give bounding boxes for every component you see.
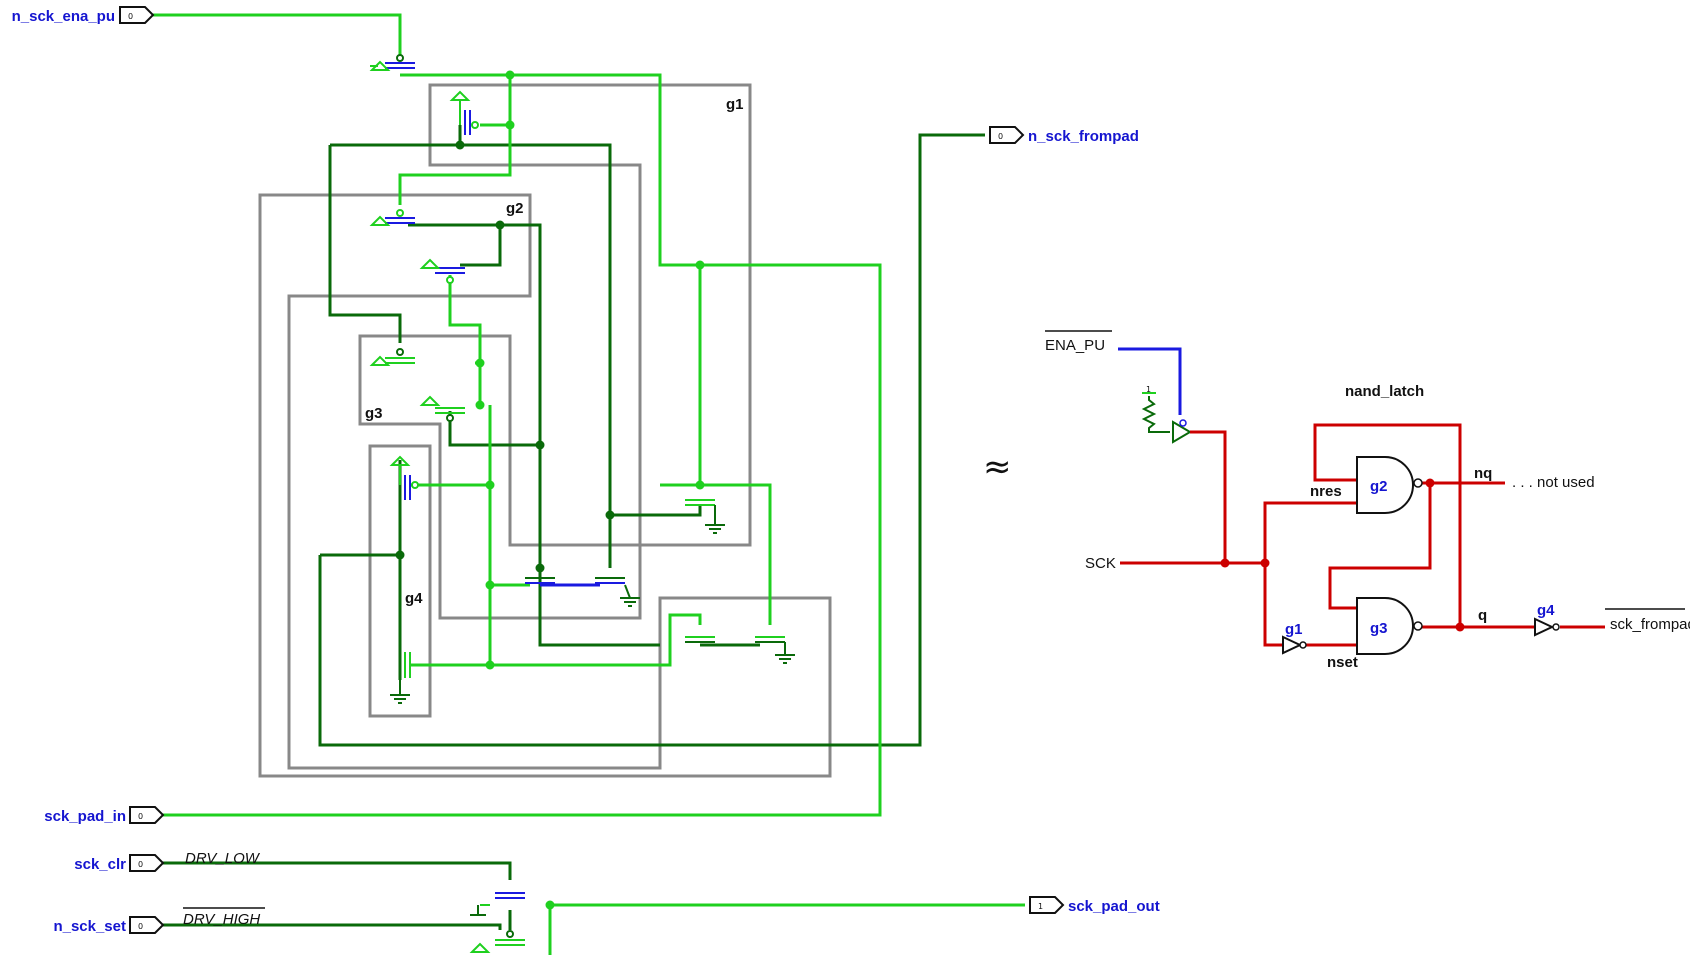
- bright-green-wires: [150, 13, 1025, 955]
- pin-label-sck-pad-out: sck_pad_out: [1068, 898, 1160, 915]
- group-label-g1: g1: [726, 96, 744, 113]
- pin-value-sck-clr: 0: [138, 860, 143, 869]
- nset-label: nset: [1327, 654, 1358, 671]
- pin-value-n-sck-ena-pu: 0: [128, 12, 133, 21]
- tristate-buffer: [1172, 420, 1192, 444]
- not-used-label: . . . not used: [1512, 474, 1595, 491]
- pin-label-sck-pad-in: sck_pad_in: [44, 808, 126, 825]
- pin-value-n-sck-frompad: 0: [998, 132, 1003, 141]
- transistor-drv-high: [469, 930, 525, 953]
- group-label-g2: g2: [506, 200, 524, 217]
- logic-junction-dots: [1220, 478, 1465, 632]
- drv-high-label: DRV_HIGH: [183, 911, 260, 928]
- pin-value-n-sck-set: 0: [138, 922, 143, 931]
- transistor-g4-p: [389, 455, 419, 500]
- transistor-ena-pullup: [369, 54, 415, 71]
- pin-n-sck-ena-pu[interactable]: 0 n_sck_ena_pu: [12, 6, 155, 25]
- transistor-g3-p2: [419, 395, 465, 422]
- transistor-g3-p1: [369, 348, 415, 366]
- inverter-label-g1: g1: [1285, 621, 1303, 638]
- pin-label-sck-clr: sck_clr: [74, 856, 126, 873]
- group-boxes: [258, 83, 832, 778]
- pin-value-sck-pad-in: 0: [138, 812, 143, 821]
- drv-low-label: DRV_LOW: [185, 850, 261, 867]
- pin-sck-pad-out[interactable]: 1 sck_pad_out: [1029, 896, 1160, 915]
- pullup-value: 1: [1146, 385, 1151, 394]
- pin-n-sck-frompad[interactable]: 0 n_sck_frompad: [989, 126, 1139, 145]
- pin-label-n-sck-set: n_sck_set: [53, 918, 126, 935]
- inverter-g4: g4: [1534, 602, 1560, 637]
- group-box-g2: [258, 193, 832, 778]
- transistor-g1-p: [449, 90, 479, 135]
- gate-label-g2: g2: [1370, 478, 1388, 495]
- inverter-label-g4: g4: [1537, 602, 1555, 619]
- transistor-drv-low: [470, 892, 525, 916]
- pin-sck-clr[interactable]: 0 sck_clr: [74, 854, 165, 873]
- sck-frompad-label: sck_frompad: [1610, 616, 1690, 633]
- gate-label-g3: g3: [1370, 620, 1388, 637]
- group-box-g4: [368, 444, 432, 718]
- q-label: q: [1478, 607, 1487, 624]
- pin-label-n-sck-ena-pu: n_sck_ena_pu: [12, 8, 115, 25]
- transistor-g1-n: [685, 499, 725, 534]
- transistor-g4-n: [390, 652, 411, 704]
- group-label-g4: g4: [405, 590, 423, 607]
- transistors: [369, 54, 795, 953]
- transistor-g2-p1: [369, 209, 415, 226]
- transistor-g2-n-pair: [685, 636, 795, 664]
- dark-green-wires: [140, 125, 985, 930]
- logic-schematic: ENA_PU 1 g2: [1045, 330, 1690, 671]
- sck-label: SCK: [1085, 555, 1116, 572]
- approx-symbol: ≈: [983, 447, 1012, 487]
- pin-label-n-sck-frompad: n_sck_frompad: [1028, 128, 1139, 145]
- pin-value-sck-pad-out: 1: [1038, 902, 1043, 911]
- transistor-g3-n-pair: [525, 577, 640, 607]
- nand-gate-g3: g3: [1356, 597, 1423, 655]
- junction-dots: [395, 70, 705, 910]
- inverter-g1: g1: [1282, 621, 1307, 655]
- ena-pu-label: ENA_PU: [1045, 337, 1105, 354]
- nres-label: nres: [1310, 483, 1342, 500]
- pin-n-sck-set[interactable]: 0 n_sck_set: [53, 916, 165, 935]
- nq-label: nq: [1474, 465, 1492, 482]
- pullup-resistor: 1: [1141, 385, 1170, 433]
- pin-sck-pad-in[interactable]: 0 sck_pad_in: [44, 806, 165, 825]
- group-box-g3: [358, 334, 642, 620]
- transistor-g2-p2: [419, 258, 465, 284]
- group-box-g1: [428, 83, 752, 547]
- nand-latch-title: nand_latch: [1345, 383, 1424, 400]
- group-label-g3: g3: [365, 405, 383, 422]
- nand-gate-g2: g2: [1356, 456, 1423, 514]
